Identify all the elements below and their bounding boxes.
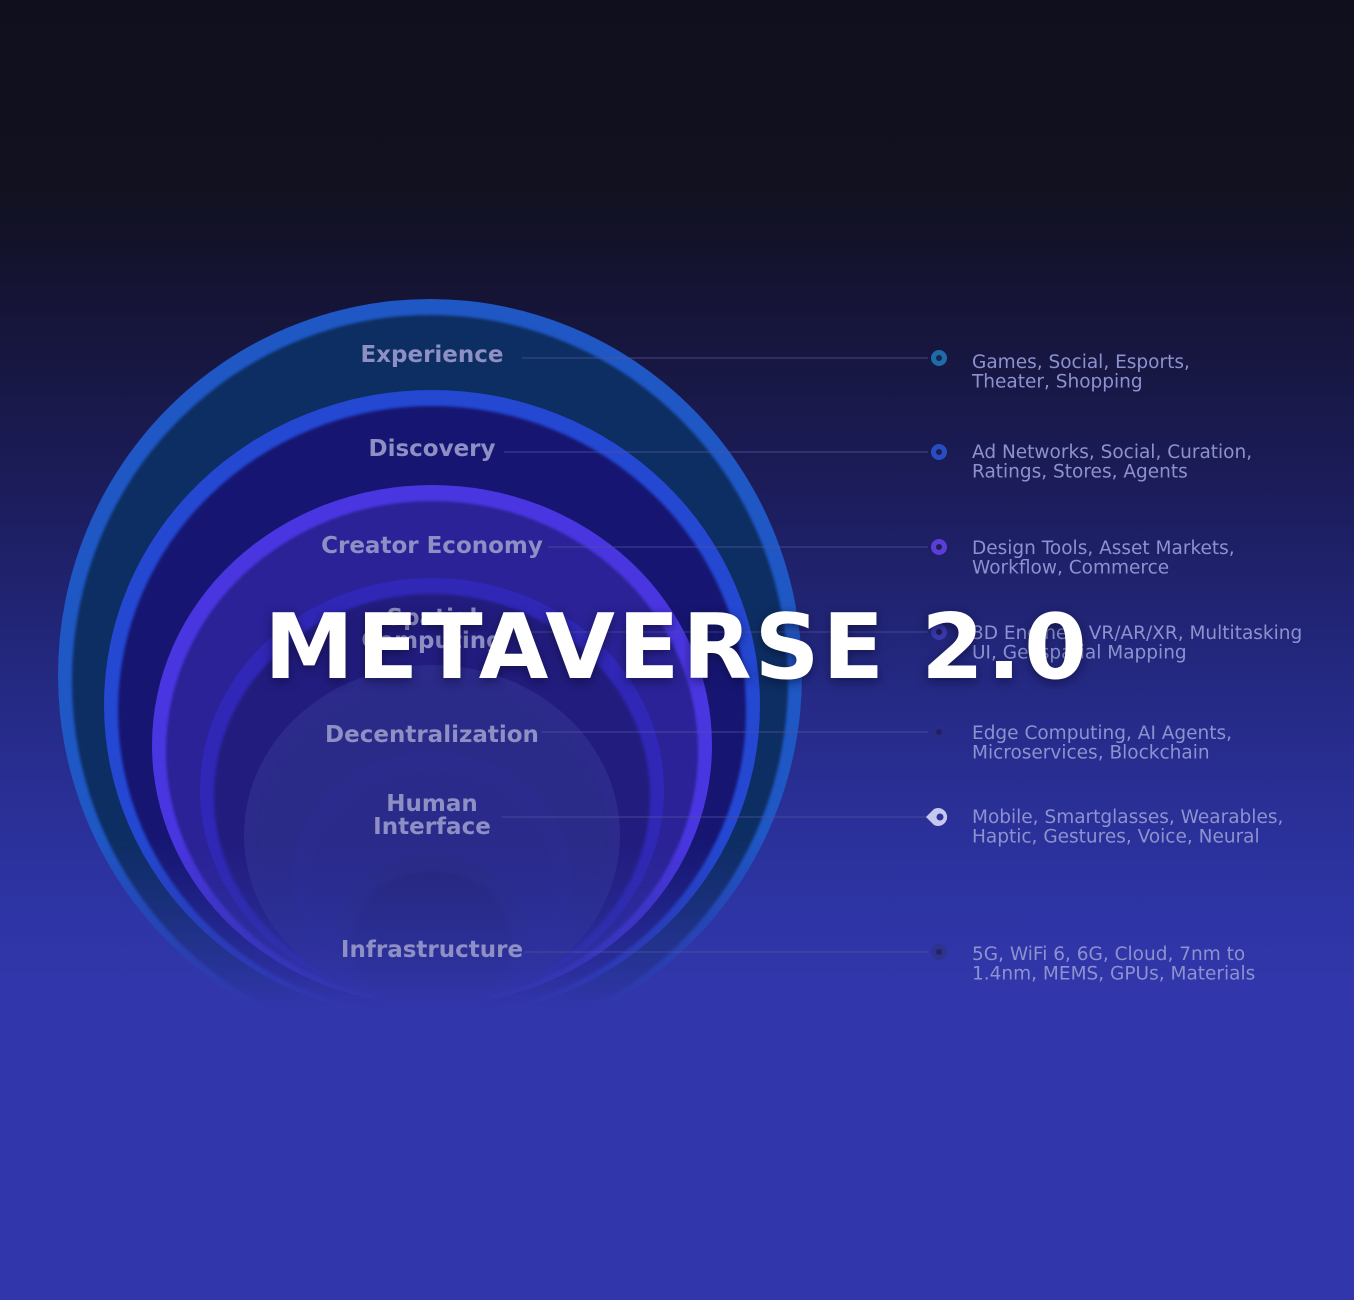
marker-hole-spatial-computing: [936, 629, 942, 635]
marker-experience: [931, 350, 947, 366]
layer-label-line: Computing: [361, 628, 502, 654]
marker-hole-creator-economy: [936, 544, 942, 550]
layer-label-infrastructure: Infrastructure: [341, 937, 523, 963]
marker-infrastructure: [931, 944, 947, 960]
marker-decentralization: [931, 724, 947, 740]
layer-label-line: Experience: [360, 342, 503, 368]
layer-desc-line: Ad Networks, Social, Curation,: [972, 442, 1252, 463]
layer-desc-line: 5G, WiFi 6, 6G, Cloud, 7nm to: [972, 944, 1245, 965]
layer-label-line: Spatial: [387, 605, 478, 631]
layer-label-line: Creator Economy: [321, 533, 543, 559]
layer-descriptions: Games, Social, Esports,Theater, Shopping…: [971, 352, 1302, 985]
layer-desc-line: Games, Social, Esports,: [972, 352, 1190, 373]
layer-desc-line: Microservices, Blockchain: [972, 743, 1210, 764]
layer-desc-line: Ratings, Stores, Agents: [972, 462, 1188, 483]
layer-label-decentralization: Decentralization: [325, 722, 539, 748]
layer-label-line: Infrastructure: [341, 937, 523, 963]
main-title: METAVERSE 2.0: [264, 595, 1090, 700]
layer-label-discovery: Discovery: [368, 436, 495, 462]
marker-hole-experience: [936, 355, 942, 361]
layer-label-line: Decentralization: [325, 722, 539, 748]
layer-label-line: Interface: [373, 814, 491, 840]
layer-label-experience: Experience: [360, 342, 503, 368]
layer-desc-line: Workflow, Commerce: [972, 558, 1169, 579]
layer-label-line: Human: [386, 791, 477, 817]
marker-hole-discovery: [936, 449, 942, 455]
ring-infrastructure: [352, 871, 512, 1011]
layer-desc-decentralization: Edge Computing, AI Agents,Microservices,…: [972, 723, 1232, 764]
layer-desc-line: UI, Geospatial Mapping: [972, 643, 1187, 664]
marker-spatial-computing: [931, 624, 947, 640]
layer-desc-line: Haptic, Gestures, Voice, Neural: [972, 827, 1260, 848]
layer-desc-experience: Games, Social, Esports,Theater, Shopping: [971, 352, 1190, 393]
layer-desc-discovery: Ad Networks, Social, Curation,Ratings, S…: [972, 442, 1252, 483]
marker-discovery: [931, 444, 947, 460]
layer-desc-line: Theater, Shopping: [971, 372, 1143, 393]
layer-desc-human-interface: Mobile, Smartglasses, Wearables,Haptic, …: [972, 807, 1283, 848]
layer-label-line: Discovery: [368, 436, 495, 462]
concentric-rings: [58, 299, 802, 1051]
marker-hole-decentralization: [936, 729, 942, 735]
marker-human-interface: [926, 808, 948, 827]
layer-desc-line: Design Tools, Asset Markets,: [972, 538, 1235, 559]
layer-label-creator-economy: Creator Economy: [321, 533, 543, 559]
layer-desc-line: 3D Engines, VR/AR/XR, Multitasking: [972, 623, 1302, 644]
layer-desc-line: 1.4nm, MEMS, GPUs, Materials: [972, 964, 1255, 985]
marker-creator-economy: [931, 539, 947, 555]
layer-desc-line: Edge Computing, AI Agents,: [972, 723, 1232, 744]
connector-lines: [502, 350, 948, 960]
marker-hole-human-interface: [936, 813, 944, 821]
layer-desc-creator-economy: Design Tools, Asset Markets,Workflow, Co…: [972, 538, 1235, 579]
marker-hole-infrastructure: [936, 949, 942, 955]
layer-desc-line: Mobile, Smartglasses, Wearables,: [972, 807, 1283, 828]
